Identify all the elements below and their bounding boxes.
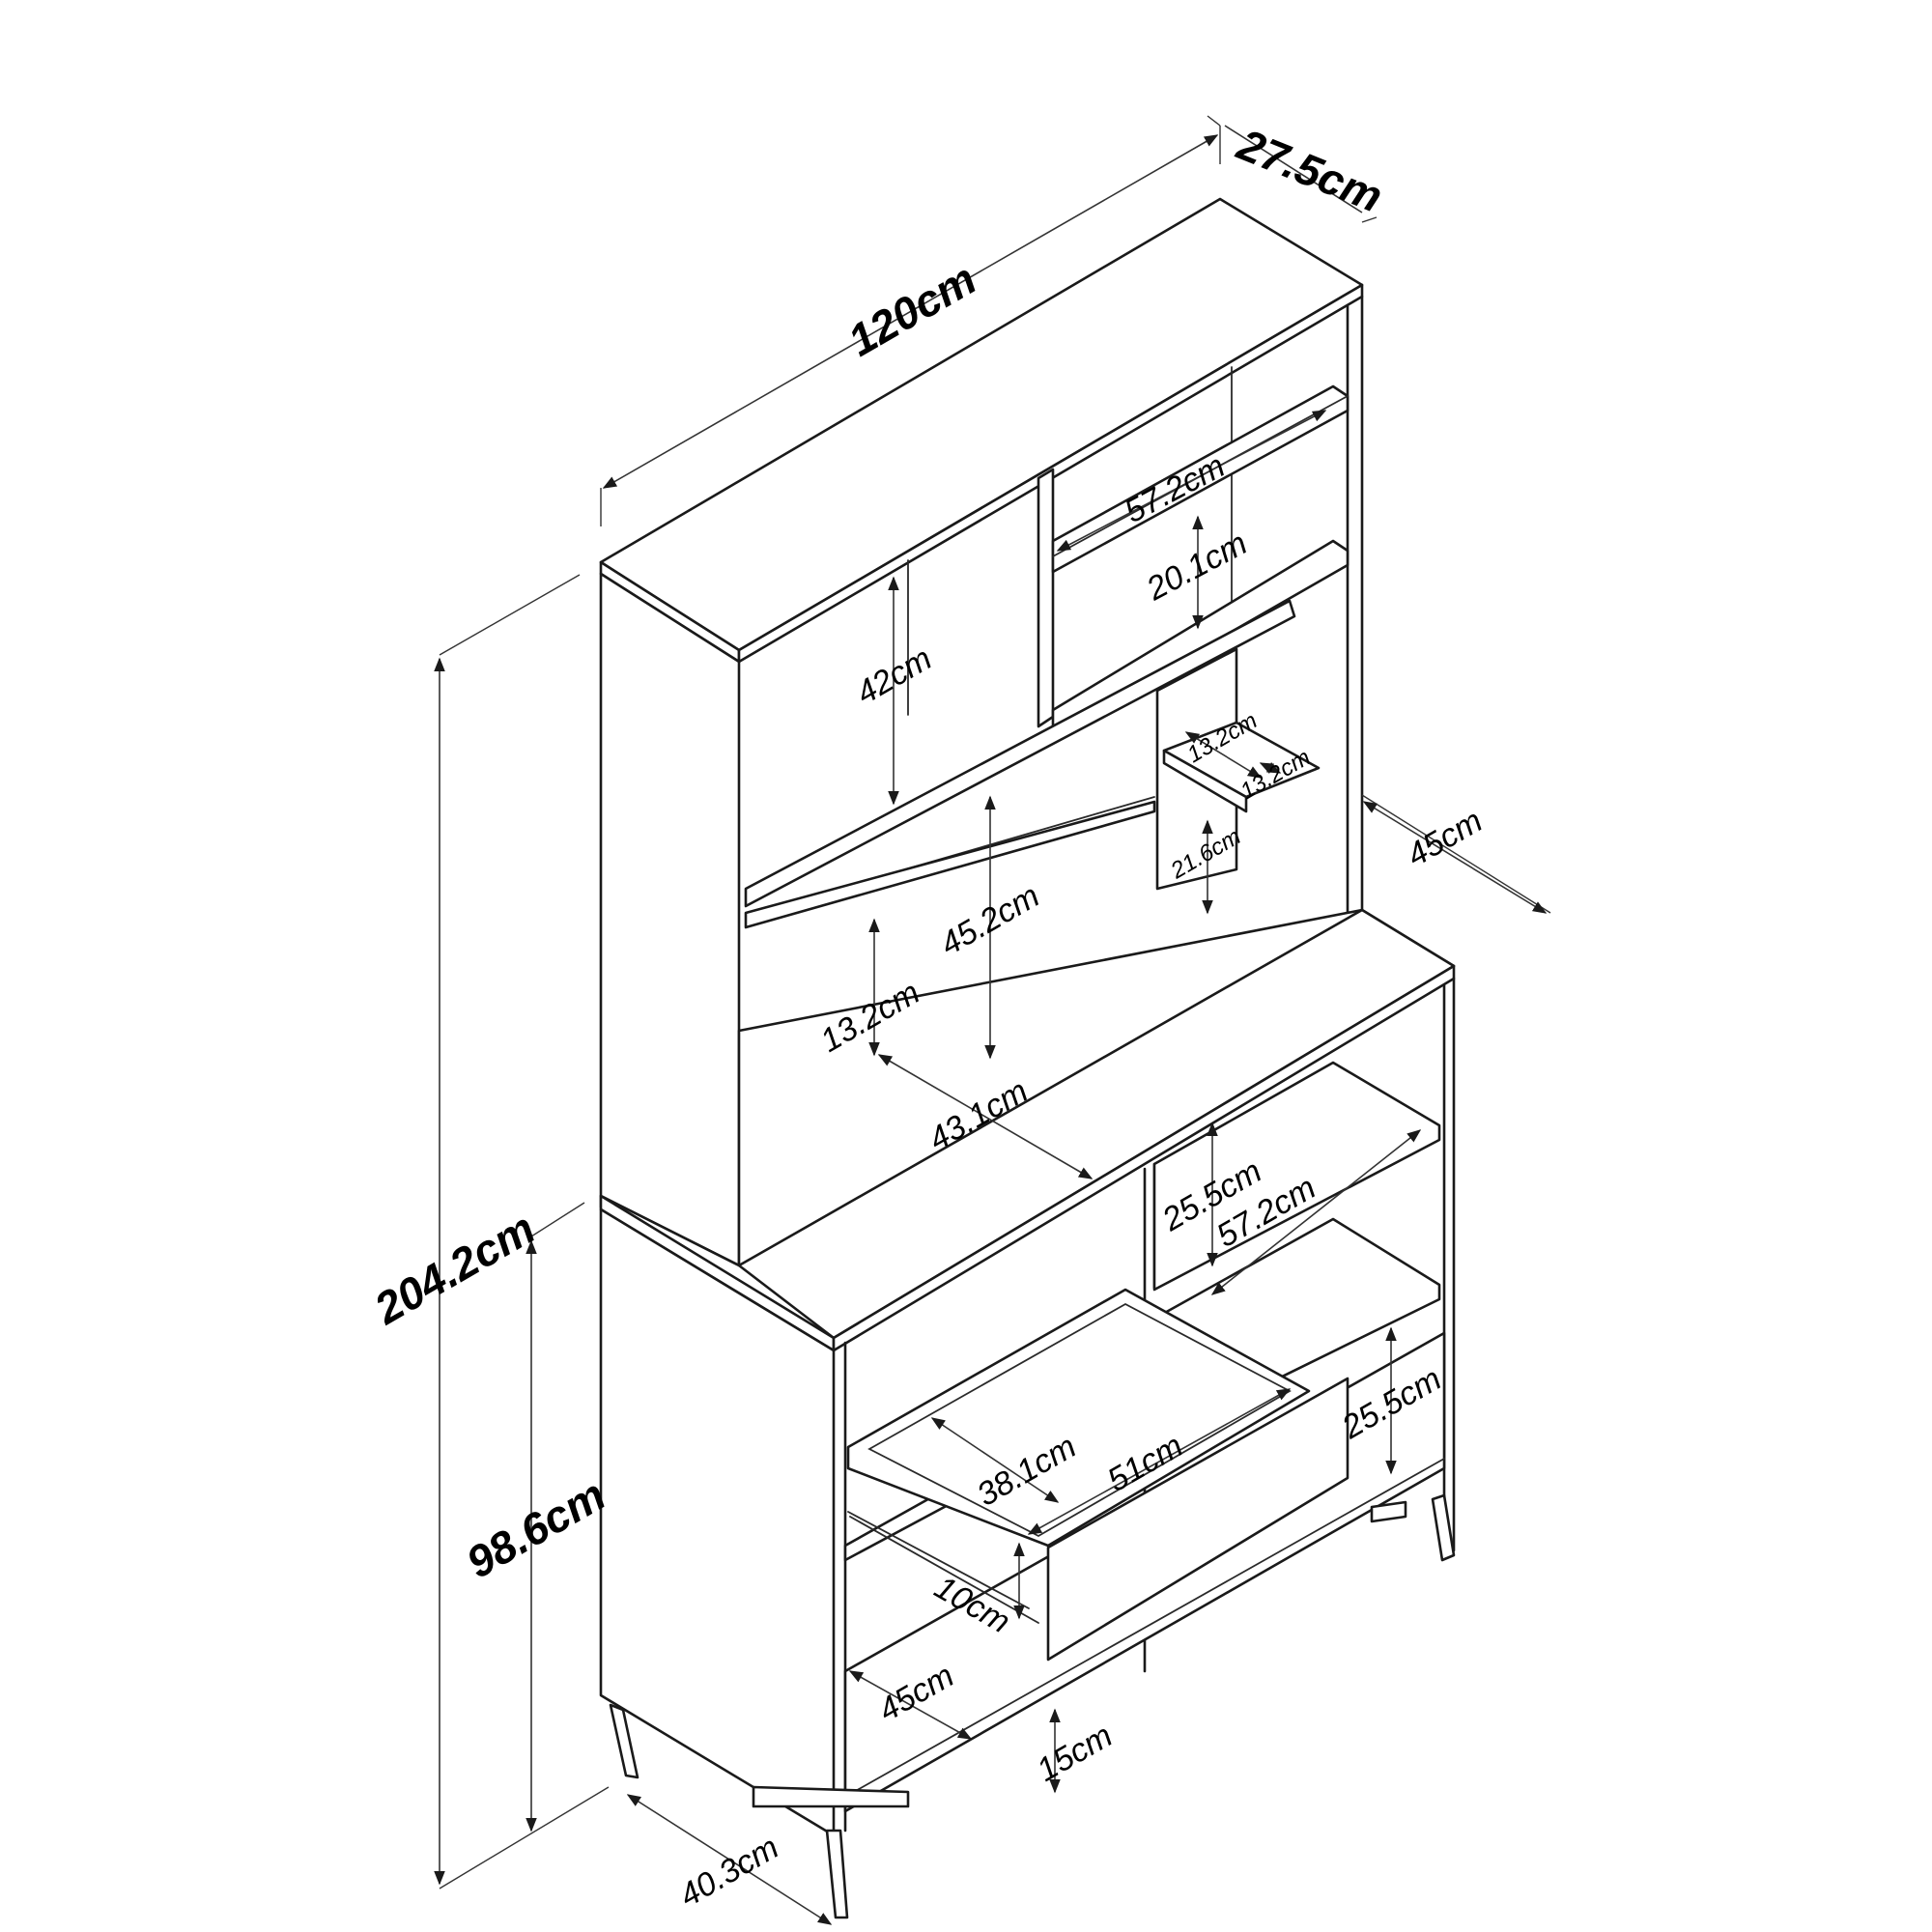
label-upper-shelf-height: 20.1cm [1140,525,1253,608]
hutch-left-side-panel [599,572,741,1267]
label-height-base: 98.6cm [458,1469,613,1588]
hutch-center-divider [1037,468,1055,728]
label-depth-base: 45cm [1401,802,1489,873]
hutch-middle-shelf [744,599,1296,908]
label-depth-top: 27.5cm [1230,119,1389,222]
label-leg-height: 15cm [1031,1717,1119,1788]
label-upper-shelf-width: 57.2cm [1119,447,1231,530]
label-height-total: 204.2cm [365,1203,543,1334]
leg-back-right [1431,1493,1456,1562]
leg-front-right [825,1829,849,1919]
leg-front-left [609,1703,639,1779]
label-leg-depth: 40.3cm [673,1829,785,1915]
hutch-lower-shelf [744,800,1156,929]
dimension-lines [434,115,1551,1925]
